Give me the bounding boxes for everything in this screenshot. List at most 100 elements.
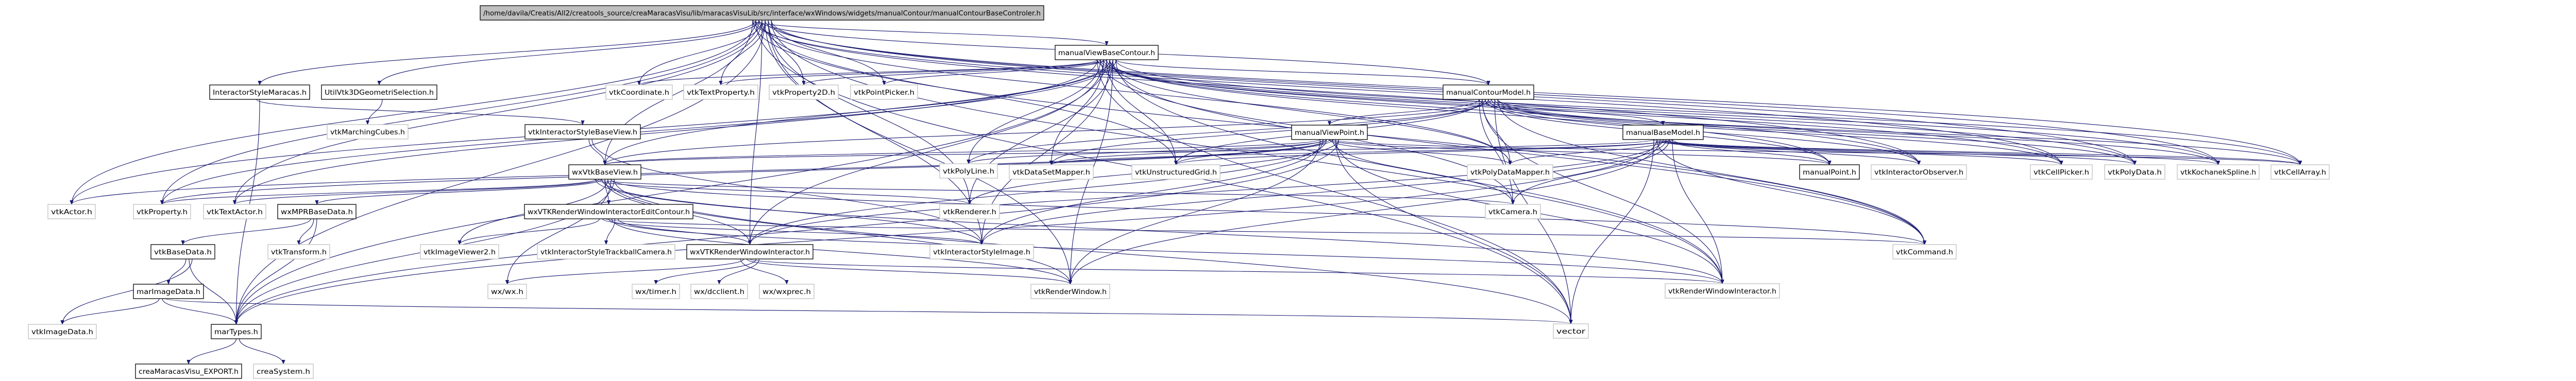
node-wxVtkBaseView[interactable]: wxVtkBaseView.h — [568, 164, 641, 180]
node-vtkInteractorStyleBaseView[interactable]: vtkInteractorStyleBaseView.h — [524, 124, 641, 140]
edge-manualViewBaseContour-to-vtkInteractorObserver — [1106, 59, 1921, 165]
edge-manualContourModel-to-vtkRenderWindowInteractor — [1482, 99, 1724, 284]
node-box — [2270, 164, 2330, 180]
node-box — [769, 84, 839, 100]
edge-manualBaseModel-to-vtkCommand — [1656, 139, 1927, 245]
node-label: vtkKochanekSpline.h — [2180, 169, 2256, 177]
node-manualViewPoint[interactable]: manualViewPoint.h — [1291, 125, 1368, 140]
edge-manualViewPoint-to-manualPoint — [1329, 139, 1832, 165]
node-label: /home/davila/Creatis/All2/creatools_sour… — [483, 10, 1041, 18]
node-label: wx/wx.h — [491, 288, 523, 296]
node-manualBaseModel[interactable]: manualBaseModel.h — [1622, 125, 1704, 140]
node-vtkProperty: vtkProperty.h — [133, 204, 191, 219]
edge-root-to-vtkRenderWindowInteractor — [771, 20, 1724, 284]
node-label: vtkRenderWindowInteractor.h — [1668, 288, 1776, 296]
node-marImageData[interactable]: marImageData.h — [133, 284, 204, 299]
edge-wxVTKRenderWindowInteractor-to-wxwxprec — [740, 258, 789, 285]
node-UtilVtk3DGeometriSelection[interactable]: UtilVtk3DGeometriSelection.h — [321, 84, 437, 100]
node-box — [524, 204, 693, 219]
node-root[interactable]: /home/davila/Creatis/All2/creatools_sour… — [480, 5, 1044, 21]
edge-wxVTKRenderWindowInteractor-to-wxwx — [505, 258, 744, 285]
node-marTypes[interactable]: marTypes.h — [211, 324, 262, 339]
edge-root-to-vtkCellPicker — [752, 20, 2063, 165]
edge-manualViewBaseContour-to-vtkPointPicker — [882, 59, 1104, 85]
node-InteractorStyleMaracas[interactable]: InteractorStyleMaracas.h — [209, 84, 310, 100]
edge-marImageData-to-vector — [165, 298, 1572, 324]
node-vtkInteractorStyleImage: vtkInteractorStyleImage.h — [929, 244, 1034, 259]
edge-marImageData-to-vtkImageData — [60, 298, 160, 325]
edge-manualViewBaseContour-to-vector — [1097, 59, 1573, 324]
edge-root-to-vtkTextActor — [232, 20, 762, 205]
node-wxMPRBaseData[interactable]: wxMPRBaseData.h — [277, 204, 357, 219]
node-box — [2030, 164, 2093, 180]
edge-manualViewBaseContour-to-vtkTextProperty — [719, 59, 1098, 85]
node-wxVTKRenderWindowInteractor[interactable]: wxVTKRenderWindowInteractor.h — [686, 244, 814, 259]
node-label: vtkCellPicker.h — [2033, 169, 2089, 177]
node-vtkBaseData[interactable]: vtkBaseData.h — [150, 244, 215, 259]
edge-manualBaseModel-to-vtkRenderWindowInteractor — [1672, 139, 1724, 284]
edge-wxVTKRenderWindowInteractorEditContour-to-vtkInteractorStyleImage — [602, 218, 984, 245]
node-label: marImageData.h — [137, 288, 200, 296]
edge-manualViewPoint-to-vtkProperty — [160, 139, 1333, 205]
node-box — [253, 363, 314, 379]
node-label: marTypes.h — [214, 328, 258, 336]
edge-manualBaseModel-to-vtkKochanekSpline — [1659, 139, 2220, 165]
node-manualViewBaseContour[interactable]: manualViewBaseContour.h — [1055, 45, 1159, 60]
edge-manualBaseModel-to-marTypes — [234, 139, 1657, 325]
node-box — [1009, 164, 1094, 180]
edge-root-to-vtkPolyDataMapper — [758, 20, 1512, 165]
node-vtkImageViewer2: vtkImageViewer2.h — [420, 244, 499, 259]
node-label: vtkRenderer.h — [943, 209, 996, 216]
edge-manualContourModel-to-vtkCellPicker — [1491, 99, 2063, 165]
edge-manualViewPoint-to-vtkActor — [70, 139, 1330, 205]
node-label: wx/timer.h — [635, 288, 676, 296]
edge-wxVtkBaseView-to-vtkProperty — [160, 179, 596, 205]
node-label: creaSystem.h — [257, 368, 310, 376]
node-manualContourModel[interactable]: manualContourModel.h — [1443, 84, 1534, 100]
edge-wxVtkBaseView-to-wxMPRBaseData — [315, 179, 602, 205]
edge-manualViewBaseContour-to-vtkCommand — [1100, 59, 1927, 245]
edge-manualBaseModel-to-wxVtkBaseView — [603, 139, 1654, 165]
node-vector: vector — [1553, 323, 1589, 339]
node-vtkPolyData: vtkPolyData.h — [2104, 164, 2165, 180]
node-box — [487, 284, 527, 299]
node-label: vtkInteractorStyleTrackballCamera.h — [540, 249, 672, 256]
node-box — [1485, 204, 1541, 219]
node-vtkInteractorStyleTrackballCamera: vtkInteractorStyleTrackballCamera.h — [537, 244, 675, 259]
node-label: wx/dcclient.h — [694, 288, 744, 296]
edge-manualViewBaseContour-to-manualPoint — [1109, 59, 1832, 165]
node-vtkCommand: vtkCommand.h — [1892, 244, 1957, 259]
edge-wxVTKRenderWindowInteractor-to-vtkRenderWindow — [746, 258, 1072, 285]
node-label: manualViewBaseContour.h — [1058, 49, 1155, 57]
node-wxVTKRenderWindowInteractorEditContour[interactable]: wxVTKRenderWindowInteractorEditContour.h — [524, 204, 693, 219]
node-box — [1892, 244, 1957, 259]
node-box — [1871, 164, 1967, 180]
node-manualPoint[interactable]: manualPoint.h — [1799, 164, 1860, 180]
edge-manualViewPoint-to-vtkInteractorStyleImage — [979, 139, 1324, 245]
node-box — [686, 244, 814, 259]
edge-manualBaseModel-to-vector — [1569, 139, 1654, 324]
node-label: vtkBaseData.h — [154, 249, 212, 256]
node-vtkRenderWindowInteractor: vtkRenderWindowInteractor.h — [1665, 283, 1780, 299]
node-vtkPolyLine: vtkPolyLine.h — [939, 163, 998, 179]
node-label: vtkCamera.h — [1488, 209, 1537, 216]
edge-manualViewPoint-to-vtkDataSetMapper — [1049, 139, 1324, 165]
edge-marImageData-to-marTypes — [162, 298, 239, 325]
node-label: manualViewPoint.h — [1295, 129, 1364, 137]
edge-root-to-vtkRenderWindow — [768, 20, 1073, 285]
edge-wxVTKRenderWindowInteractorEditContour-to-vtkCommand — [605, 218, 1926, 245]
node-box — [211, 324, 262, 339]
node-label: manualPoint.h — [1803, 169, 1856, 177]
edge-manualViewPoint-to-vector — [1335, 139, 1573, 324]
edge-wxVTKRenderWindowInteractorEditContour-to-vtkInteractorStyleTrackballCamera — [604, 218, 616, 245]
edge-manualBaseModel-to-vtkPolyData — [1656, 139, 2137, 165]
edge-marTypes-to-creaMaracasVisu_EXPORT — [187, 338, 237, 365]
edge-manualBaseModel-to-vtkCellArray — [1663, 139, 2302, 165]
edge-manualViewPoint-to-vtkCamera — [1332, 139, 1515, 205]
node-label: vtkImageData.h — [31, 328, 93, 336]
node-label: manualContourModel.h — [1446, 89, 1531, 97]
edge-root-to-marTypes — [234, 20, 766, 325]
edge-manualViewBaseContour-to-vtkKochanekSpline — [1100, 59, 2220, 165]
node-label: vtkActor.h — [51, 209, 92, 216]
node-creaMaracasVisu_EXPORT[interactable]: creaMaracasVisu_EXPORT.h — [135, 363, 242, 379]
